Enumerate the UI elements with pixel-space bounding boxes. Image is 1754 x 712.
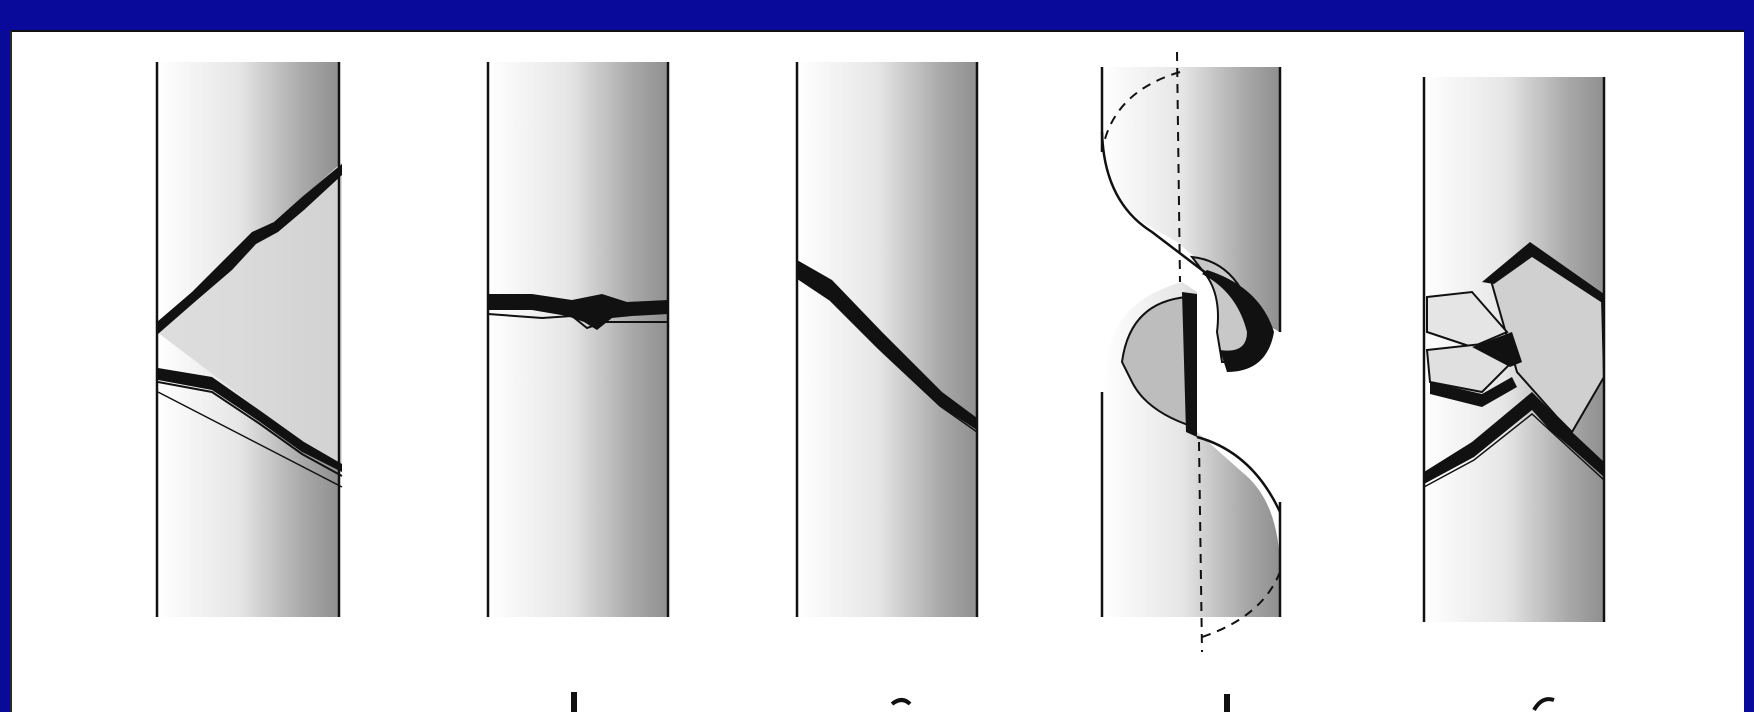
specimen-a xyxy=(157,62,342,617)
figure-panel xyxy=(10,30,1744,712)
label-b-ascender xyxy=(571,692,577,712)
label-d-ascender xyxy=(1224,694,1230,712)
specimen-c xyxy=(797,62,977,617)
fracture-modes-diagram xyxy=(12,32,1744,712)
specimen-e xyxy=(1424,77,1604,622)
label-e-top xyxy=(1534,699,1554,710)
label-c-top xyxy=(892,700,910,704)
specimen-d xyxy=(1102,52,1280,652)
cropped-label-marks xyxy=(571,692,1554,712)
specimen-b-shaft xyxy=(488,62,668,617)
specimen-b xyxy=(488,62,668,617)
